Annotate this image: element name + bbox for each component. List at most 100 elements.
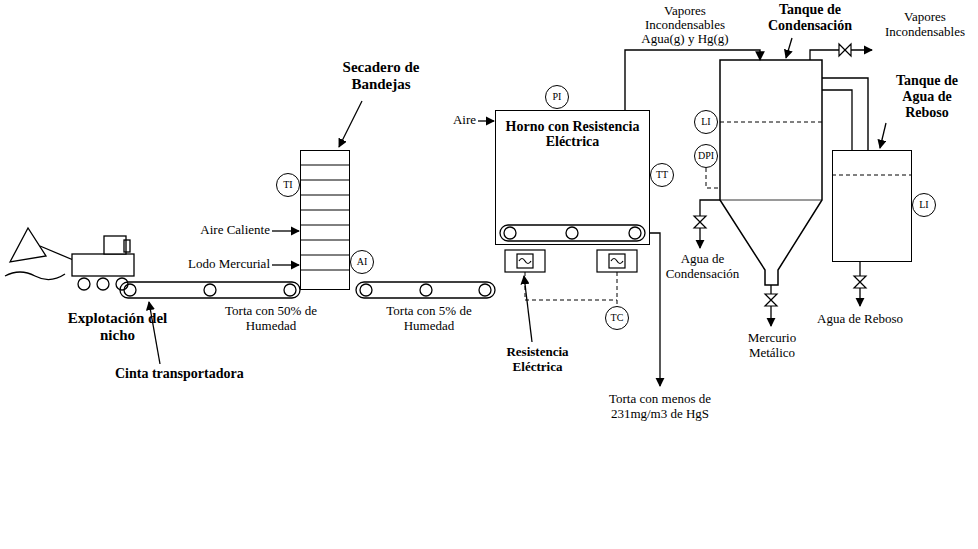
electric-resistor bbox=[519, 259, 531, 264]
overflow-tank: Tanque de Agua de Reboso bbox=[832, 150, 912, 262]
instrument-tag: TT bbox=[656, 170, 668, 180]
excavator bbox=[104, 236, 126, 254]
equipment-heading: Secadero de Bandejas bbox=[331, 59, 431, 94]
stream-label: Agua de Reboso bbox=[815, 312, 905, 327]
edge-label: Vapores Incondensables Agua(g) y Hg(g) bbox=[630, 4, 740, 46]
control-signal bbox=[706, 168, 720, 188]
instrument-tag: LI bbox=[919, 200, 928, 210]
conveyor-belt bbox=[479, 284, 491, 296]
electric-resistor bbox=[611, 259, 623, 264]
stream-label: Lodo Mercurial bbox=[160, 257, 270, 272]
instrument-circle: PI bbox=[545, 85, 569, 109]
dryer-box: Secadero de Bandejas bbox=[300, 150, 350, 290]
equipment-heading: Tanque de Agua de Reboso bbox=[881, 73, 973, 121]
dryer-trays bbox=[300, 180, 350, 181]
dryer-trays bbox=[300, 225, 350, 226]
process-pipe bbox=[822, 78, 868, 150]
flow-arrows bbox=[880, 123, 886, 148]
condensation-tank bbox=[720, 60, 822, 285]
excavator bbox=[78, 278, 90, 290]
condensation-tank bbox=[720, 60, 822, 285]
conveyor-belt bbox=[356, 282, 495, 298]
conveyor-belt bbox=[284, 284, 296, 296]
excavator bbox=[5, 228, 134, 290]
excavator bbox=[97, 278, 109, 290]
instrument-circle: TI bbox=[276, 173, 300, 197]
instrument-tag: DPI bbox=[698, 151, 714, 161]
stream-label: Agua de Condensación bbox=[650, 252, 755, 281]
stream-label: Mercurio Metálico bbox=[728, 331, 816, 360]
dryer-trays bbox=[300, 270, 350, 271]
stream-label: Torta con 5% de Humedad bbox=[368, 304, 490, 333]
conveyor-belt bbox=[566, 227, 578, 239]
instrument-circle: TC bbox=[605, 306, 629, 330]
conveyor-belt bbox=[120, 225, 645, 298]
instrument-tag: TI bbox=[283, 180, 292, 190]
control-signal bbox=[525, 272, 617, 300]
instrument-tag: TC bbox=[611, 313, 624, 323]
conveyor-belt bbox=[629, 227, 641, 239]
flow-arrows bbox=[786, 38, 792, 58]
condensation-tank: Tanque de Condensación bbox=[720, 60, 822, 285]
pipes bbox=[822, 90, 852, 150]
control-signal bbox=[720, 122, 822, 123]
flow-arrows bbox=[524, 276, 532, 342]
flow-arrows bbox=[272, 230, 299, 231]
stream-label: Torta con 50% de Humedad bbox=[212, 304, 330, 333]
dryer-trays bbox=[300, 240, 350, 241]
flow-arrows bbox=[149, 38, 886, 386]
stream-label: Torta con menos de 231mg/m3 de HgS bbox=[598, 392, 722, 421]
instrument-tag: LI bbox=[701, 117, 710, 127]
stream-label: Explotación del nicho bbox=[55, 310, 180, 344]
electric-resistor bbox=[505, 250, 637, 272]
dryer-trays bbox=[300, 255, 350, 256]
conveyor-belt bbox=[204, 284, 216, 296]
stream-label: Vapores Incondensables bbox=[878, 10, 972, 39]
dryer-trays bbox=[300, 165, 350, 166]
control-signal bbox=[525, 122, 912, 306]
conveyor-belt bbox=[420, 284, 432, 296]
excavator bbox=[72, 254, 134, 276]
stream-label: Aire bbox=[440, 113, 476, 128]
instrument-circle: TT bbox=[650, 163, 674, 187]
flow-arrows bbox=[650, 233, 660, 386]
conveyor-belt bbox=[120, 282, 300, 298]
pipes bbox=[700, 200, 720, 248]
pipes bbox=[700, 50, 872, 326]
conveyor-belt bbox=[504, 227, 516, 239]
condensation-tank bbox=[720, 200, 822, 201]
stream-label: Cinta transportadora bbox=[115, 366, 295, 382]
equipment-name: Horno con Resistencia Eléctrica bbox=[496, 111, 649, 158]
dryer-trays bbox=[300, 195, 350, 196]
flow-arrows bbox=[339, 101, 362, 147]
conveyor-belt bbox=[360, 284, 372, 296]
flow-arrows bbox=[272, 264, 299, 265]
valve bbox=[839, 44, 851, 56]
valve bbox=[694, 216, 706, 228]
valve bbox=[765, 294, 777, 306]
instrument-circle: LI bbox=[694, 110, 718, 134]
dryer-trays bbox=[300, 165, 350, 270]
stream-label: Resistencia Eléctrica bbox=[490, 345, 585, 374]
valve bbox=[854, 276, 866, 288]
instrument-tag: PI bbox=[553, 92, 562, 102]
dryer-trays bbox=[300, 210, 350, 211]
electric-resistor bbox=[505, 250, 545, 272]
instrument-circle: LI bbox=[912, 193, 936, 217]
equipment-heading: Tanque de Condensación bbox=[762, 2, 858, 34]
conveyor-belt bbox=[500, 225, 645, 241]
control-signal bbox=[617, 272, 618, 306]
excavator bbox=[124, 240, 130, 252]
flow-arrows bbox=[478, 120, 494, 121]
stream-label: Aire Caliente bbox=[160, 223, 270, 238]
control-signal bbox=[832, 175, 912, 176]
excavator bbox=[5, 272, 65, 280]
excavator bbox=[10, 228, 46, 262]
instrument-circle: DPI bbox=[694, 144, 718, 168]
instrument-tag: AI bbox=[357, 257, 368, 267]
